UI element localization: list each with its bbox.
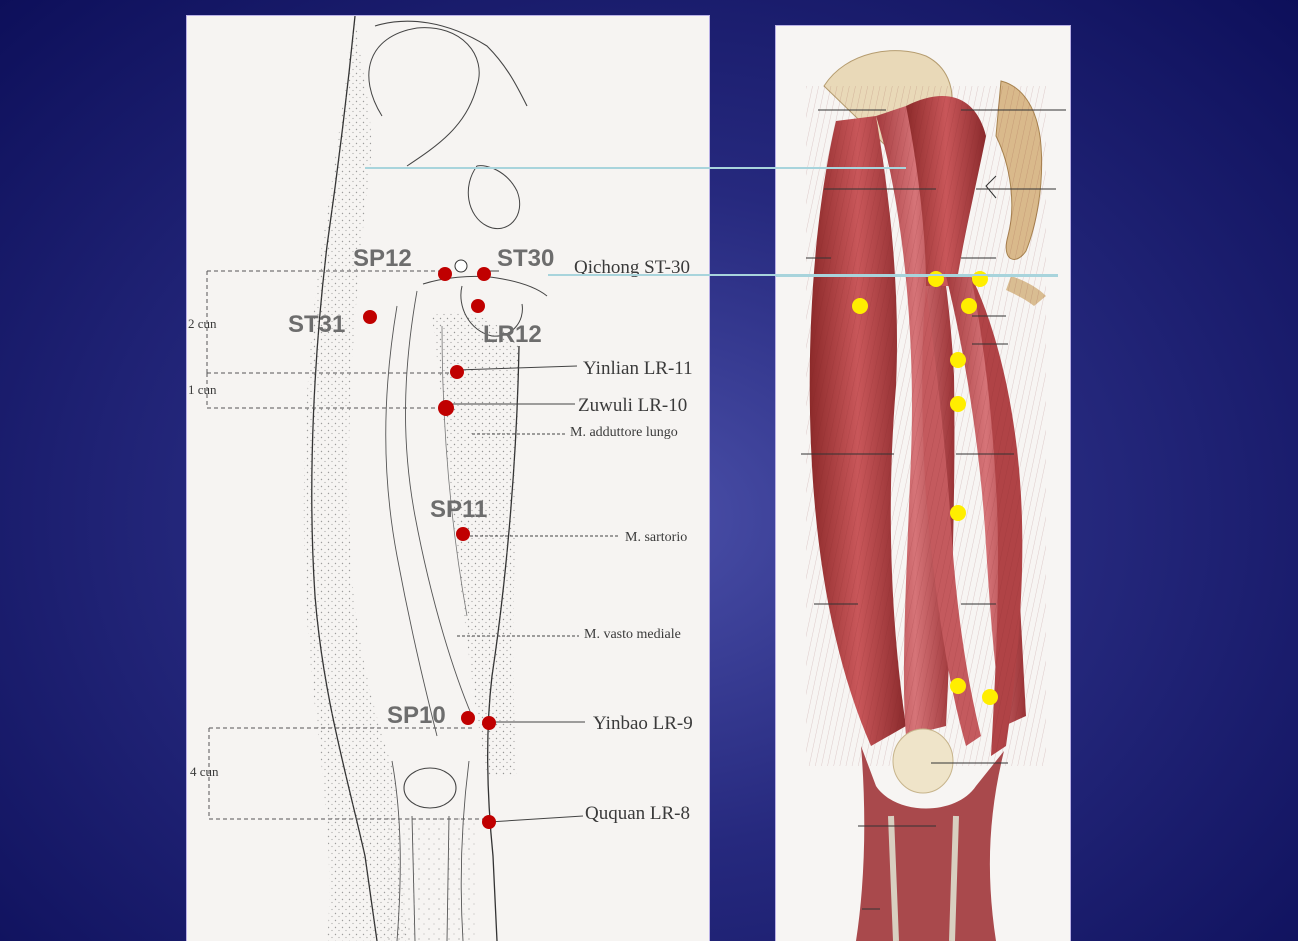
sp11-label: SP11 [430, 496, 487, 523]
two-cun-label: 2 cun [188, 316, 217, 331]
sp12-point [438, 267, 452, 281]
patella-bone [893, 729, 953, 793]
patella-outline [404, 768, 456, 808]
lr12-label: LR12 [483, 321, 542, 348]
yellow-point [950, 678, 966, 694]
lr9-point [482, 716, 496, 730]
thigh-line-drawing: 2 cun 1 cun 4 cun [187, 16, 709, 941]
yellow-point [928, 271, 944, 287]
one-cun-label: 1 cun [188, 382, 217, 397]
yellow-point [852, 298, 868, 314]
yellow-point [982, 689, 998, 705]
sp11-point [456, 527, 470, 541]
yellow-point [961, 298, 977, 314]
yinlian-annotation: Yinlian LR-11 [583, 358, 693, 379]
yellow-point [972, 271, 988, 287]
pubic-outline [468, 166, 519, 229]
yellow-point [950, 505, 966, 521]
zuwuli-annotation: Zuwuli LR-10 [578, 395, 687, 416]
sartorio-annotation: M. sartorio [625, 530, 687, 545]
four-cun-label: 4 cun [190, 764, 219, 779]
qichong-annotation: Qichong ST-30 [574, 257, 690, 278]
st31-point [363, 310, 377, 324]
iliac-crest-outline [375, 21, 527, 106]
lr8-point [482, 815, 496, 829]
st30-label: ST30 [497, 245, 554, 272]
muscle-fiber-texture [806, 86, 1046, 766]
lateral-stippling [304, 16, 407, 941]
vasto-annotation: M. vasto mediale [584, 627, 681, 642]
left-diagram-panel: 2 cun 1 cun 4 cun [187, 16, 709, 941]
sp10-label: SP10 [387, 702, 446, 729]
pelvis-outline [369, 28, 479, 166]
yinbao-annotation: Yinbao LR-9 [593, 713, 693, 734]
lr12-point [471, 299, 485, 313]
thigh-muscle-illustration [776, 26, 1070, 941]
yellow-point [950, 352, 966, 368]
right-anatomy-panel [776, 26, 1070, 941]
st31-label: ST31 [288, 311, 345, 338]
sp12-label: SP12 [353, 245, 412, 272]
ququan-annotation: Ququan LR-8 [585, 803, 690, 824]
lr10-point [438, 400, 454, 416]
knee-stippling [387, 816, 477, 941]
femoral-artery-marker [455, 260, 467, 272]
st30-point [477, 267, 491, 281]
sp10-point [461, 711, 475, 725]
lr11-point [450, 365, 464, 379]
adduttore-annotation: M. adduttore lungo [570, 425, 678, 440]
yellow-point [950, 396, 966, 412]
